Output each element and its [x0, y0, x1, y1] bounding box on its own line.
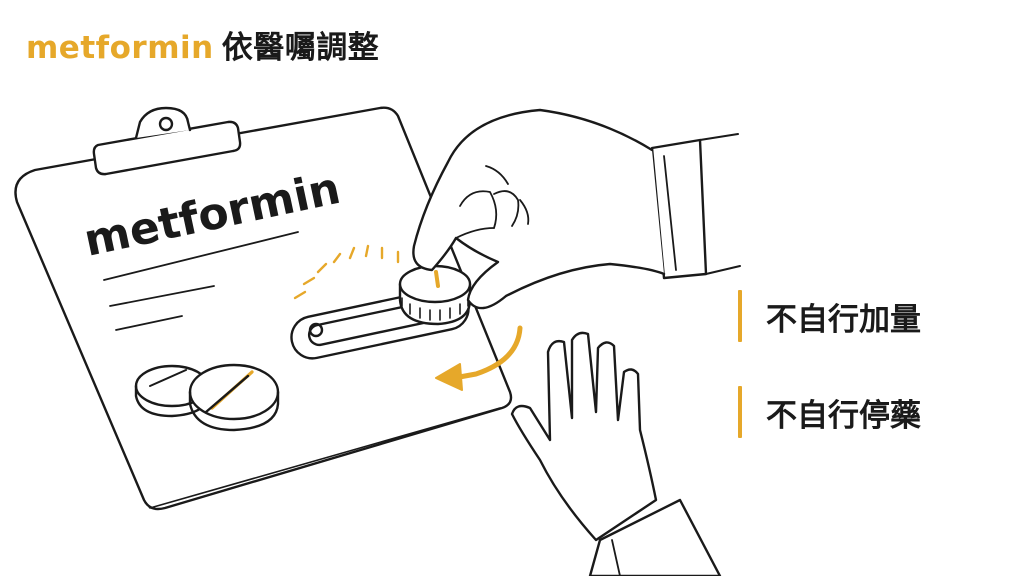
knob — [398, 264, 472, 326]
accent-bar — [738, 386, 742, 438]
clipboard-icon — [14, 106, 513, 511]
accent-bar — [738, 290, 742, 342]
rule-text: 不自行停藥 — [766, 397, 921, 434]
rule-no-increase: 不自行加量 — [738, 290, 921, 342]
title-instruction: 依醫囑調整 — [221, 30, 380, 66]
arrow-icon — [451, 325, 523, 381]
title-drug-name: metformin — [26, 30, 214, 66]
rule-no-stop: 不自行停藥 — [738, 386, 921, 438]
pill-icon — [134, 363, 280, 432]
hand-icon — [510, 331, 722, 576]
rule-text: 不自行加量 — [766, 301, 921, 338]
hand-icon — [412, 108, 741, 310]
dosage-dial-icon — [293, 244, 400, 300]
